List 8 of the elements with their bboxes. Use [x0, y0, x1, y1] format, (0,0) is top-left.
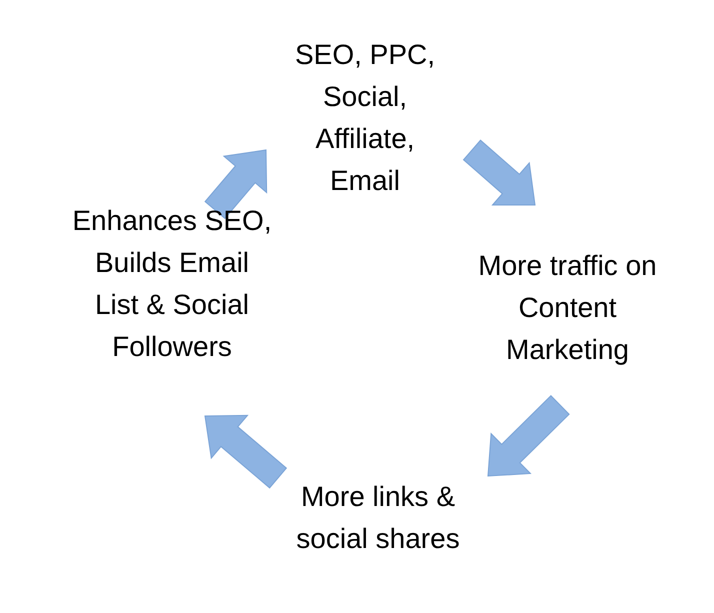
step-text: More traffic on Content Marketing [477, 249, 658, 367]
step-text: More links & social shares [295, 480, 461, 556]
step-text: SEO, PPC, Social, Affiliate, Email [294, 38, 436, 198]
step-text: Enhances SEO, Builds Email List & Social Followers [72, 204, 272, 364]
block-arrow [204, 149, 268, 220]
block-arrow [462, 140, 536, 206]
block-arrow [204, 414, 288, 489]
block-arrow [487, 395, 570, 477]
